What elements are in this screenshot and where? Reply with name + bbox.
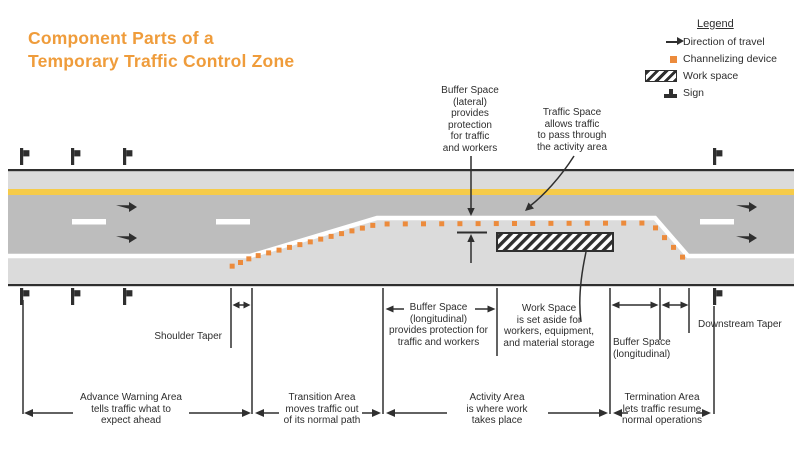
sign-icon [123, 288, 133, 305]
channelizing-device [603, 220, 608, 226]
leader-arrowheads [467, 202, 534, 216]
channelizing-device [276, 247, 282, 253]
legend-title: Legend [697, 18, 734, 30]
channelizing-device [421, 221, 426, 227]
sign-icon [713, 288, 723, 305]
channelizing-device [662, 235, 667, 241]
legend-item-direction: Direction of travel [645, 36, 797, 48]
lane-dashes [72, 219, 734, 225]
channelizing-device [255, 253, 261, 259]
channelizing-device [318, 236, 324, 242]
channelizing-device [384, 221, 390, 227]
channelizing-device [584, 220, 590, 226]
traffic-space-label: Traffic Space allows traffic to pass thr… [536, 107, 608, 153]
advance-warning-area-label: Advance Warning Area tells traffic what … [80, 392, 182, 427]
page-title: Component Parts of a Temporary Traffic C… [28, 28, 295, 71]
channelizing-device [621, 220, 627, 226]
downstream-taper-label: Downstream Taper [698, 319, 782, 330]
channelizing-device [530, 220, 536, 226]
dimension-lines [22, 288, 715, 414]
lateral-buffer-dimension [457, 231, 487, 263]
sign-icon [71, 288, 81, 305]
channelizing-device [229, 263, 235, 269]
sign-icon [713, 148, 723, 165]
legend-item-label: Direction of travel [683, 36, 765, 48]
channelizing-device [339, 231, 345, 237]
channelizing-device [307, 239, 313, 245]
channelizing-device [512, 221, 517, 226]
channelizing-device [349, 228, 355, 234]
legend: Legend Direction of travel Channelizing … [645, 18, 797, 104]
legend-item-sign: Sign [645, 87, 797, 99]
channelizing-device [266, 250, 272, 256]
channelizing-device [566, 220, 572, 226]
termination-area-label: Termination Area lets traffic resume nor… [621, 392, 703, 427]
legend-item-workspace: Work space [645, 70, 797, 82]
work-space-swatch [645, 70, 677, 82]
channelizing-device [286, 244, 292, 250]
channelizing-device [246, 256, 252, 262]
edge-line-taper [8, 215, 794, 259]
channelizing-device [671, 244, 676, 250]
channelizing-device [359, 225, 365, 231]
sign-icon [71, 148, 81, 165]
channelizing-device [457, 221, 463, 227]
channelizing-device [328, 233, 334, 239]
leader-lines [470, 155, 587, 323]
buffer-space-lateral-label: Buffer Space (lateral) provides protecti… [441, 85, 499, 154]
transition-area-label: Transition Area moves traffic out of its… [283, 392, 361, 427]
channelizing-device-swatch [670, 55, 677, 63]
direction-arrow-icon [666, 37, 684, 45]
channelizing-device [402, 221, 408, 227]
legend-item-label: Work space [683, 70, 739, 82]
channelizing-device [680, 254, 685, 260]
channelizing-device [439, 221, 445, 227]
channelizing-devices [229, 220, 685, 269]
sign-icon [20, 288, 30, 305]
roadway [8, 169, 794, 287]
sign-icon [20, 148, 30, 165]
channelizing-device [493, 221, 499, 227]
channelizing-device [639, 220, 645, 226]
channelizing-device [475, 221, 481, 227]
channelizing-device [297, 242, 303, 248]
area-dimension-line [24, 409, 711, 417]
legend-item-label: Channelizing device [683, 53, 777, 65]
work-space-rect [496, 232, 614, 252]
legend-item-channelizing: Channelizing device [645, 53, 797, 65]
buffer-space-longitudinal-downstream-label: Buffer Space (longitudinal) [613, 337, 671, 360]
center-line [8, 189, 794, 195]
buffer-space-longitudinal-upstream-label: Buffer Space (longitudinal) provides pro… [389, 302, 488, 348]
activity-area-label: Activity Area is where work takes place [466, 392, 528, 427]
channelizing-device [370, 222, 376, 228]
shoulder-taper-label: Shoulder Taper [154, 331, 222, 342]
sign-icon [123, 148, 133, 165]
channelizing-device [238, 260, 243, 265]
work-space-label: Work Space is set aside for workers, equ… [503, 303, 595, 349]
legend-item-label: Sign [683, 87, 705, 99]
sign-icon [664, 88, 677, 98]
mid-dimension-arrows [232, 301, 689, 313]
channelizing-device [653, 225, 658, 231]
channelizing-device [548, 220, 554, 226]
